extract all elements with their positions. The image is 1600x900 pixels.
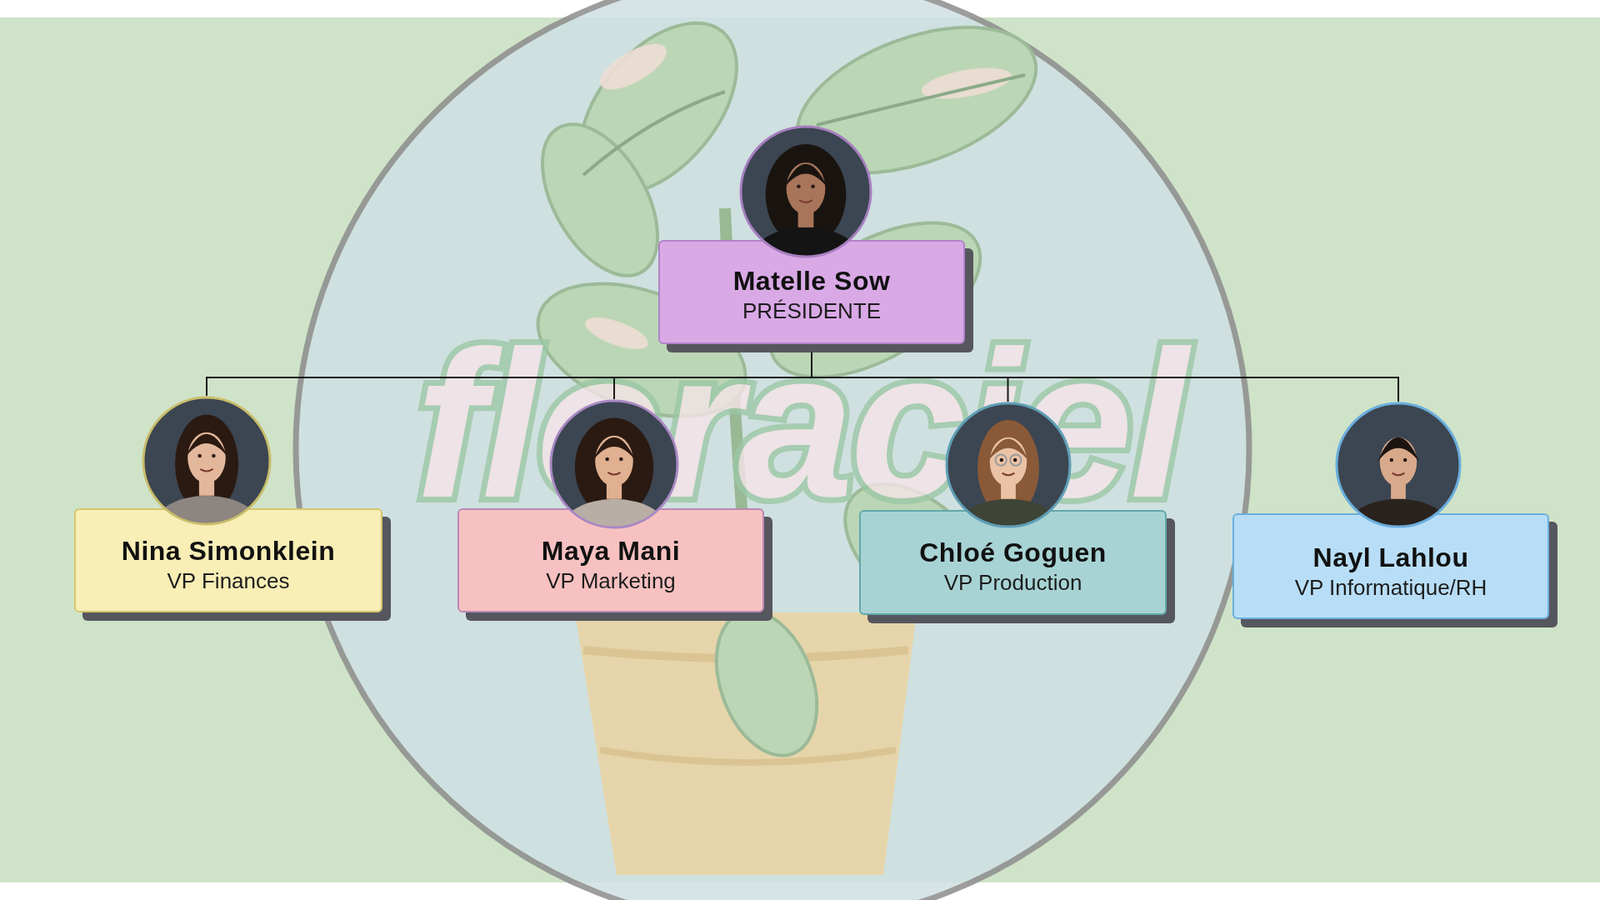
vp-box: Nayl LahlouVP Informatique/RH — [1232, 513, 1550, 620]
org-connector — [811, 344, 1399, 402]
role-title: PRÉSIDENTE — [678, 296, 945, 325]
person-name: Maya Mani — [477, 535, 745, 567]
person-name: Matelle Sow — [678, 265, 945, 297]
portrait-photo — [547, 397, 681, 531]
person-name: Chloé Goguen — [879, 536, 1147, 569]
watermark: floraciel — [250, 320, 1350, 530]
portrait-photo — [1333, 400, 1464, 530]
role-title: VP Marketing — [477, 566, 745, 595]
portrait-photo — [737, 123, 875, 260]
role-title: VP Production — [879, 568, 1147, 597]
org-connector — [811, 344, 1009, 402]
org-connector — [614, 344, 812, 400]
person-name: Nayl Lahlou — [1252, 541, 1530, 574]
vp-box: Nina SimonkleinVP Finances — [74, 508, 383, 613]
vp-box: Chloé GoguenVP Production — [859, 510, 1167, 615]
role-title: VP Finances — [94, 566, 363, 595]
person-name: Nina Simonklein — [94, 535, 363, 567]
vp-box: Maya ManiVP Marketing — [457, 508, 765, 613]
role-title: VP Informatique/RH — [1252, 573, 1530, 602]
president-box: Matelle SowPRÉSIDENTE — [658, 240, 965, 345]
portrait-photo — [943, 400, 1074, 530]
org-connector — [206, 344, 812, 396]
portrait-photo — [140, 394, 274, 528]
